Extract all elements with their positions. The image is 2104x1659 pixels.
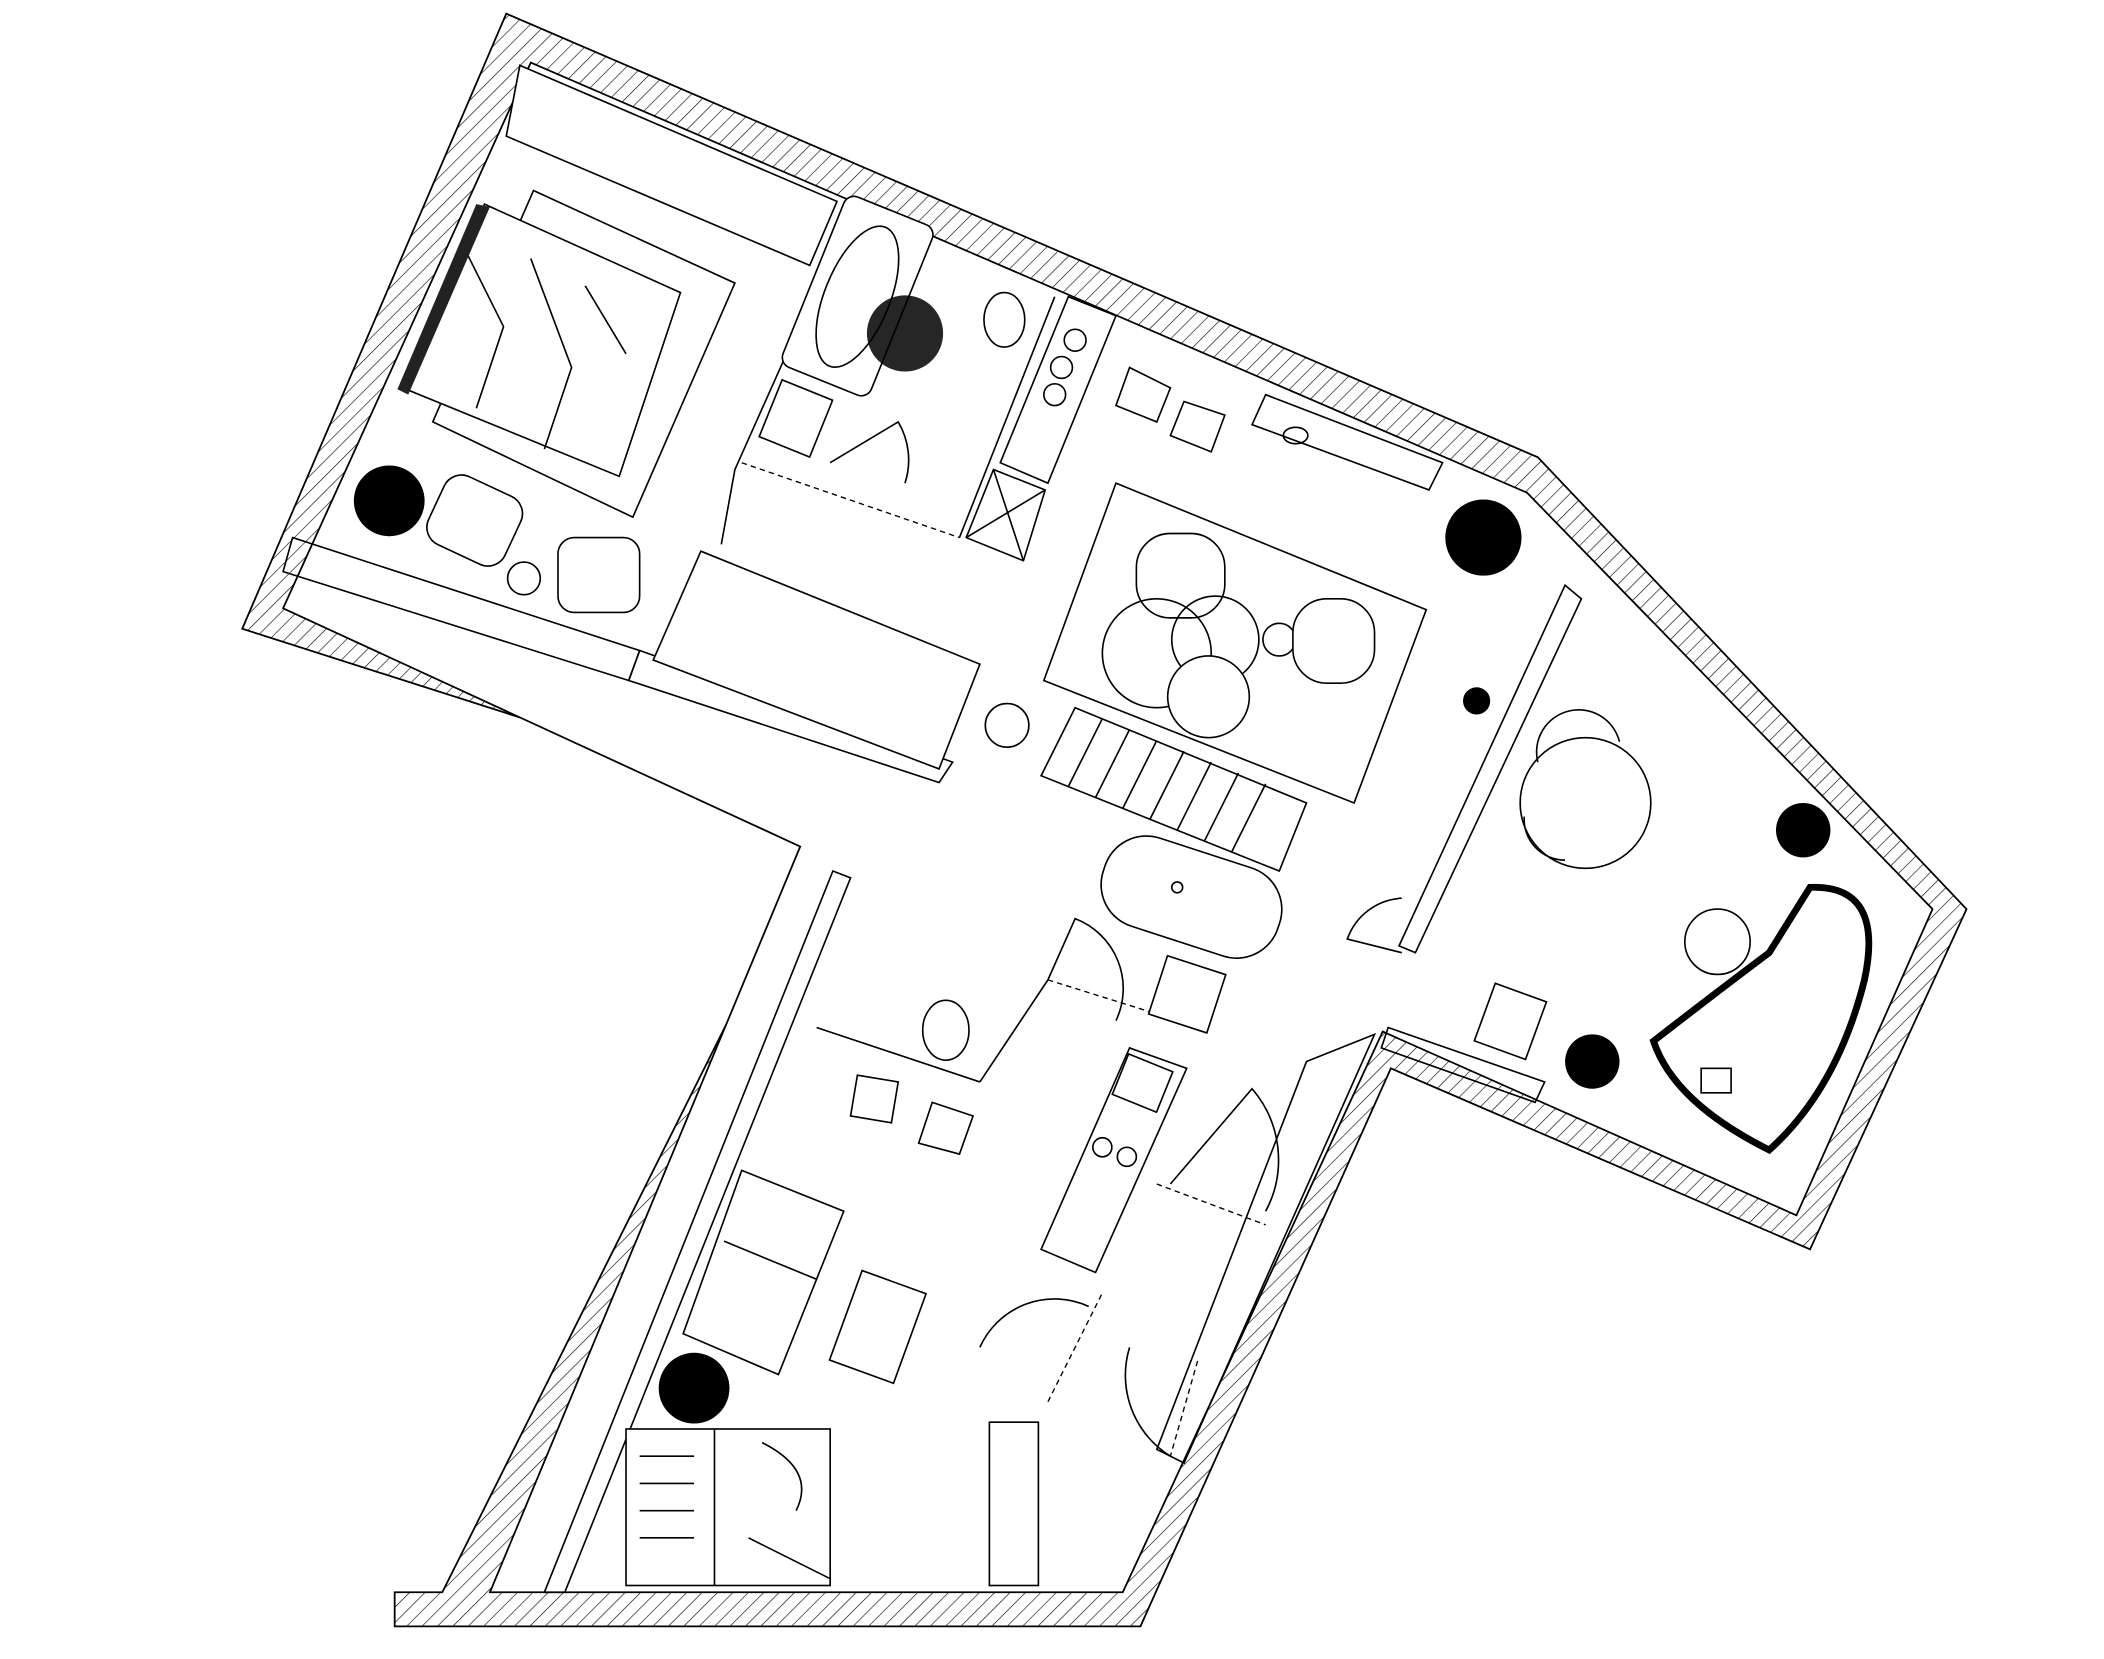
bedroom-top-left	[353, 64, 981, 770]
bathtub-icon	[1100, 835, 1283, 959]
bathroom-top	[758, 195, 1026, 484]
plant-icon	[353, 465, 425, 537]
exterior-walls	[241, 12, 1968, 1628]
rug-icon	[1042, 482, 1428, 805]
chair-icon	[1523, 816, 1566, 861]
fridge	[965, 468, 1047, 562]
chair-icon	[917, 1101, 975, 1156]
armchair-icon	[426, 474, 524, 567]
coffee-table-icon	[828, 1269, 928, 1385]
door-swing-icon	[979, 1298, 1090, 1348]
door-swing-icon	[1047, 917, 1125, 1022]
kitchen-counter-icon	[999, 295, 1118, 485]
bed-icon	[625, 1428, 831, 1587]
chair-icon	[849, 1074, 900, 1124]
armchair-icon	[557, 536, 641, 614]
armchair-icon	[1292, 598, 1376, 685]
chair-icon	[1114, 366, 1172, 423]
lounge	[1042, 482, 1428, 805]
bathroom-lower	[921, 835, 1283, 1061]
plant-icon	[658, 1352, 730, 1424]
toilet-icon	[983, 291, 1026, 348]
wardrobe	[505, 64, 839, 267]
stairs-icon	[984, 702, 1308, 873]
counter-right	[1250, 393, 1444, 491]
kitchen-top	[965, 295, 1444, 562]
door-swing-icon	[1124, 1347, 1171, 1457]
coffee-table-icon	[1101, 598, 1213, 709]
bedroom-bottom	[625, 1352, 831, 1587]
door-swing-icon	[829, 420, 910, 484]
shower-icon	[1147, 954, 1227, 1034]
bed-headboard	[397, 204, 490, 395]
right-lounge	[1346, 499, 1873, 1155]
shelf-icon	[988, 1421, 1040, 1587]
cooktop-icon	[1092, 1136, 1113, 1158]
kitchen-counter-icon	[1040, 1046, 1188, 1274]
sink-icon	[758, 378, 834, 459]
sink-icon	[1111, 1052, 1174, 1114]
plant-icon	[866, 295, 944, 372]
door-swing-icon	[1169, 1087, 1280, 1212]
plant-icon	[1776, 802, 1831, 858]
plant-icon	[1565, 1034, 1620, 1089]
chair-icon	[1169, 400, 1226, 453]
lower-living	[682, 1046, 1280, 1587]
chair-icon	[1535, 709, 1621, 763]
toilet-icon	[921, 999, 970, 1061]
sofa-icon	[682, 1169, 845, 1376]
side-table-icon	[1684, 908, 1751, 976]
side-table-icon	[506, 561, 542, 596]
plant-icon	[1445, 499, 1522, 576]
pendant-lamp-icon	[984, 702, 1030, 748]
armchair-icon	[1135, 532, 1226, 619]
cushion-icon	[1700, 1067, 1732, 1094]
round-table-icon	[1519, 736, 1652, 870]
door-swing-icon	[1346, 897, 1402, 954]
planter-icon	[1473, 982, 1548, 1061]
closet	[652, 550, 981, 770]
plant-icon	[1463, 687, 1491, 715]
